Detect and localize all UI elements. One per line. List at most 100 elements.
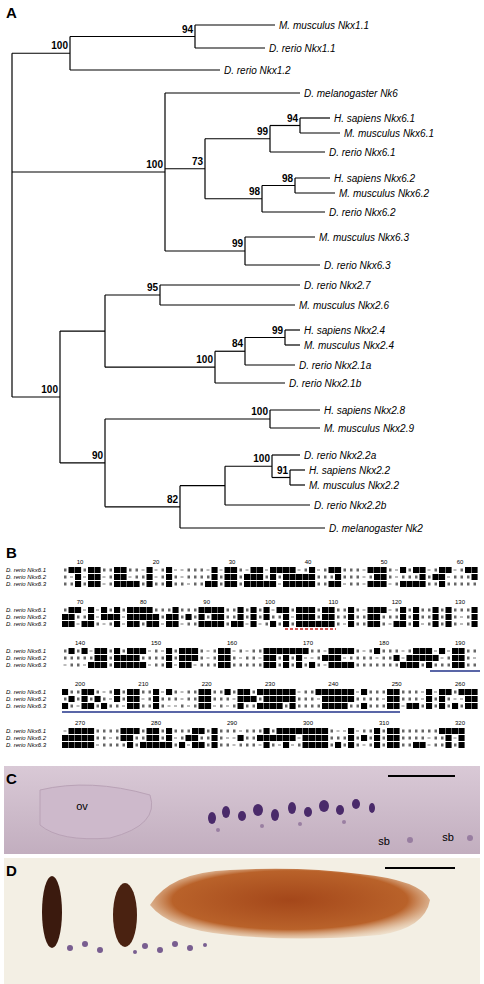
residue-shade — [95, 567, 101, 573]
sequence-name: D. rerio Nkx6.3 — [6, 621, 46, 627]
residue-shade — [472, 696, 478, 702]
residue-mark — [402, 698, 405, 701]
residue-mark — [227, 616, 230, 619]
residue-mark — [71, 705, 74, 708]
residue-mark — [409, 737, 412, 740]
residue-mark — [213, 706, 216, 707]
residue-shade — [452, 728, 458, 734]
residue-shade — [212, 567, 218, 573]
residue-shade — [433, 607, 439, 613]
residue-mark — [136, 737, 139, 740]
residue-mark — [474, 664, 477, 667]
residue-shade — [225, 662, 231, 668]
residue-shade — [69, 567, 75, 573]
residue-shade — [75, 735, 81, 741]
residue-mark — [363, 610, 366, 611]
residue-shade — [218, 662, 224, 668]
residue-mark — [389, 664, 392, 667]
residue-shade — [459, 728, 465, 734]
residue-shade — [186, 735, 192, 741]
residue-shade — [394, 703, 400, 709]
residue-mark — [370, 744, 373, 747]
ruler-number: 270 — [75, 720, 85, 726]
residue-mark — [396, 616, 399, 619]
residue-shade — [134, 728, 140, 734]
residue-shade — [374, 735, 380, 741]
residue-shade — [140, 648, 146, 654]
residue-mark — [77, 616, 80, 619]
ruler-number: 70 — [77, 599, 84, 605]
residue-shade — [88, 567, 94, 573]
residue-shade — [420, 742, 426, 748]
residue-mark — [363, 623, 366, 626]
residue-mark — [376, 698, 379, 701]
residue-shade — [290, 648, 296, 654]
taxon-name: H. sapiens Nkx2.4 — [304, 325, 385, 336]
residue-shade — [212, 581, 218, 587]
residue-mark — [240, 650, 243, 653]
residue-shade — [309, 581, 315, 587]
residue-shade — [62, 614, 68, 620]
residue-mark — [402, 576, 405, 579]
residue-shade — [322, 614, 328, 620]
taxon-name: D. rerio Nkx2.7 — [304, 280, 371, 291]
residue-shade — [270, 567, 276, 573]
residue-shade — [322, 703, 328, 709]
residue-shade — [212, 574, 218, 580]
residue-shade — [95, 648, 101, 654]
residue-mark — [460, 617, 463, 618]
residue-shade — [257, 574, 263, 580]
residue-shade — [114, 689, 120, 695]
residue-mark — [370, 691, 373, 694]
residue-shade — [277, 696, 283, 702]
residue-mark — [279, 657, 282, 660]
ruler-number: 40 — [305, 559, 312, 565]
residue-mark — [240, 569, 243, 572]
residue-mark — [304, 658, 307, 659]
residue-mark — [64, 657, 67, 660]
residue-shade — [199, 607, 205, 613]
residue-mark — [226, 706, 229, 707]
residue-shade — [446, 614, 452, 620]
residue-mark — [233, 745, 236, 746]
residue-mark — [175, 730, 178, 733]
residue-mark — [278, 745, 281, 746]
residue-mark — [460, 699, 463, 700]
residue-shade — [205, 703, 211, 709]
tree-branch — [60, 462, 105, 463]
residue-shade — [433, 621, 439, 627]
residue-mark — [415, 576, 418, 579]
residue-mark — [194, 609, 197, 612]
residue-mark — [447, 577, 450, 578]
tree-branch — [270, 427, 320, 428]
residue-mark — [83, 610, 86, 611]
residue-shade — [368, 567, 374, 573]
residue-shade — [420, 648, 426, 654]
residue-mark — [110, 650, 113, 653]
ruler-number: 10 — [77, 559, 84, 565]
residue-mark — [448, 664, 451, 667]
residue-mark — [161, 624, 164, 625]
ruler-number: 220 — [202, 681, 212, 687]
tree-branch — [12, 396, 60, 397]
sequence-name: D. rerio Nkx6.2 — [6, 735, 46, 741]
residue-shade — [166, 655, 172, 661]
residue-mark — [162, 698, 165, 701]
residue-shade — [472, 621, 478, 627]
residue-mark — [435, 730, 438, 733]
residue-mark — [122, 624, 125, 625]
residue-mark — [84, 616, 87, 619]
residue-shade — [426, 696, 432, 702]
taxon-name: D. melanogaster Nk6 — [304, 88, 398, 99]
residue-shade — [225, 574, 231, 580]
residue-shade — [166, 689, 172, 695]
tree-branch — [272, 454, 300, 455]
residue-mark — [396, 609, 399, 612]
residue-mark — [441, 737, 444, 740]
residue-mark — [461, 576, 464, 579]
residue-shade — [420, 581, 426, 587]
taxon-name: D. rerio Nkx1.2 — [224, 65, 291, 76]
residue-shade — [283, 728, 289, 734]
tree-branch — [70, 69, 220, 70]
ruler-number: 140 — [75, 640, 85, 646]
